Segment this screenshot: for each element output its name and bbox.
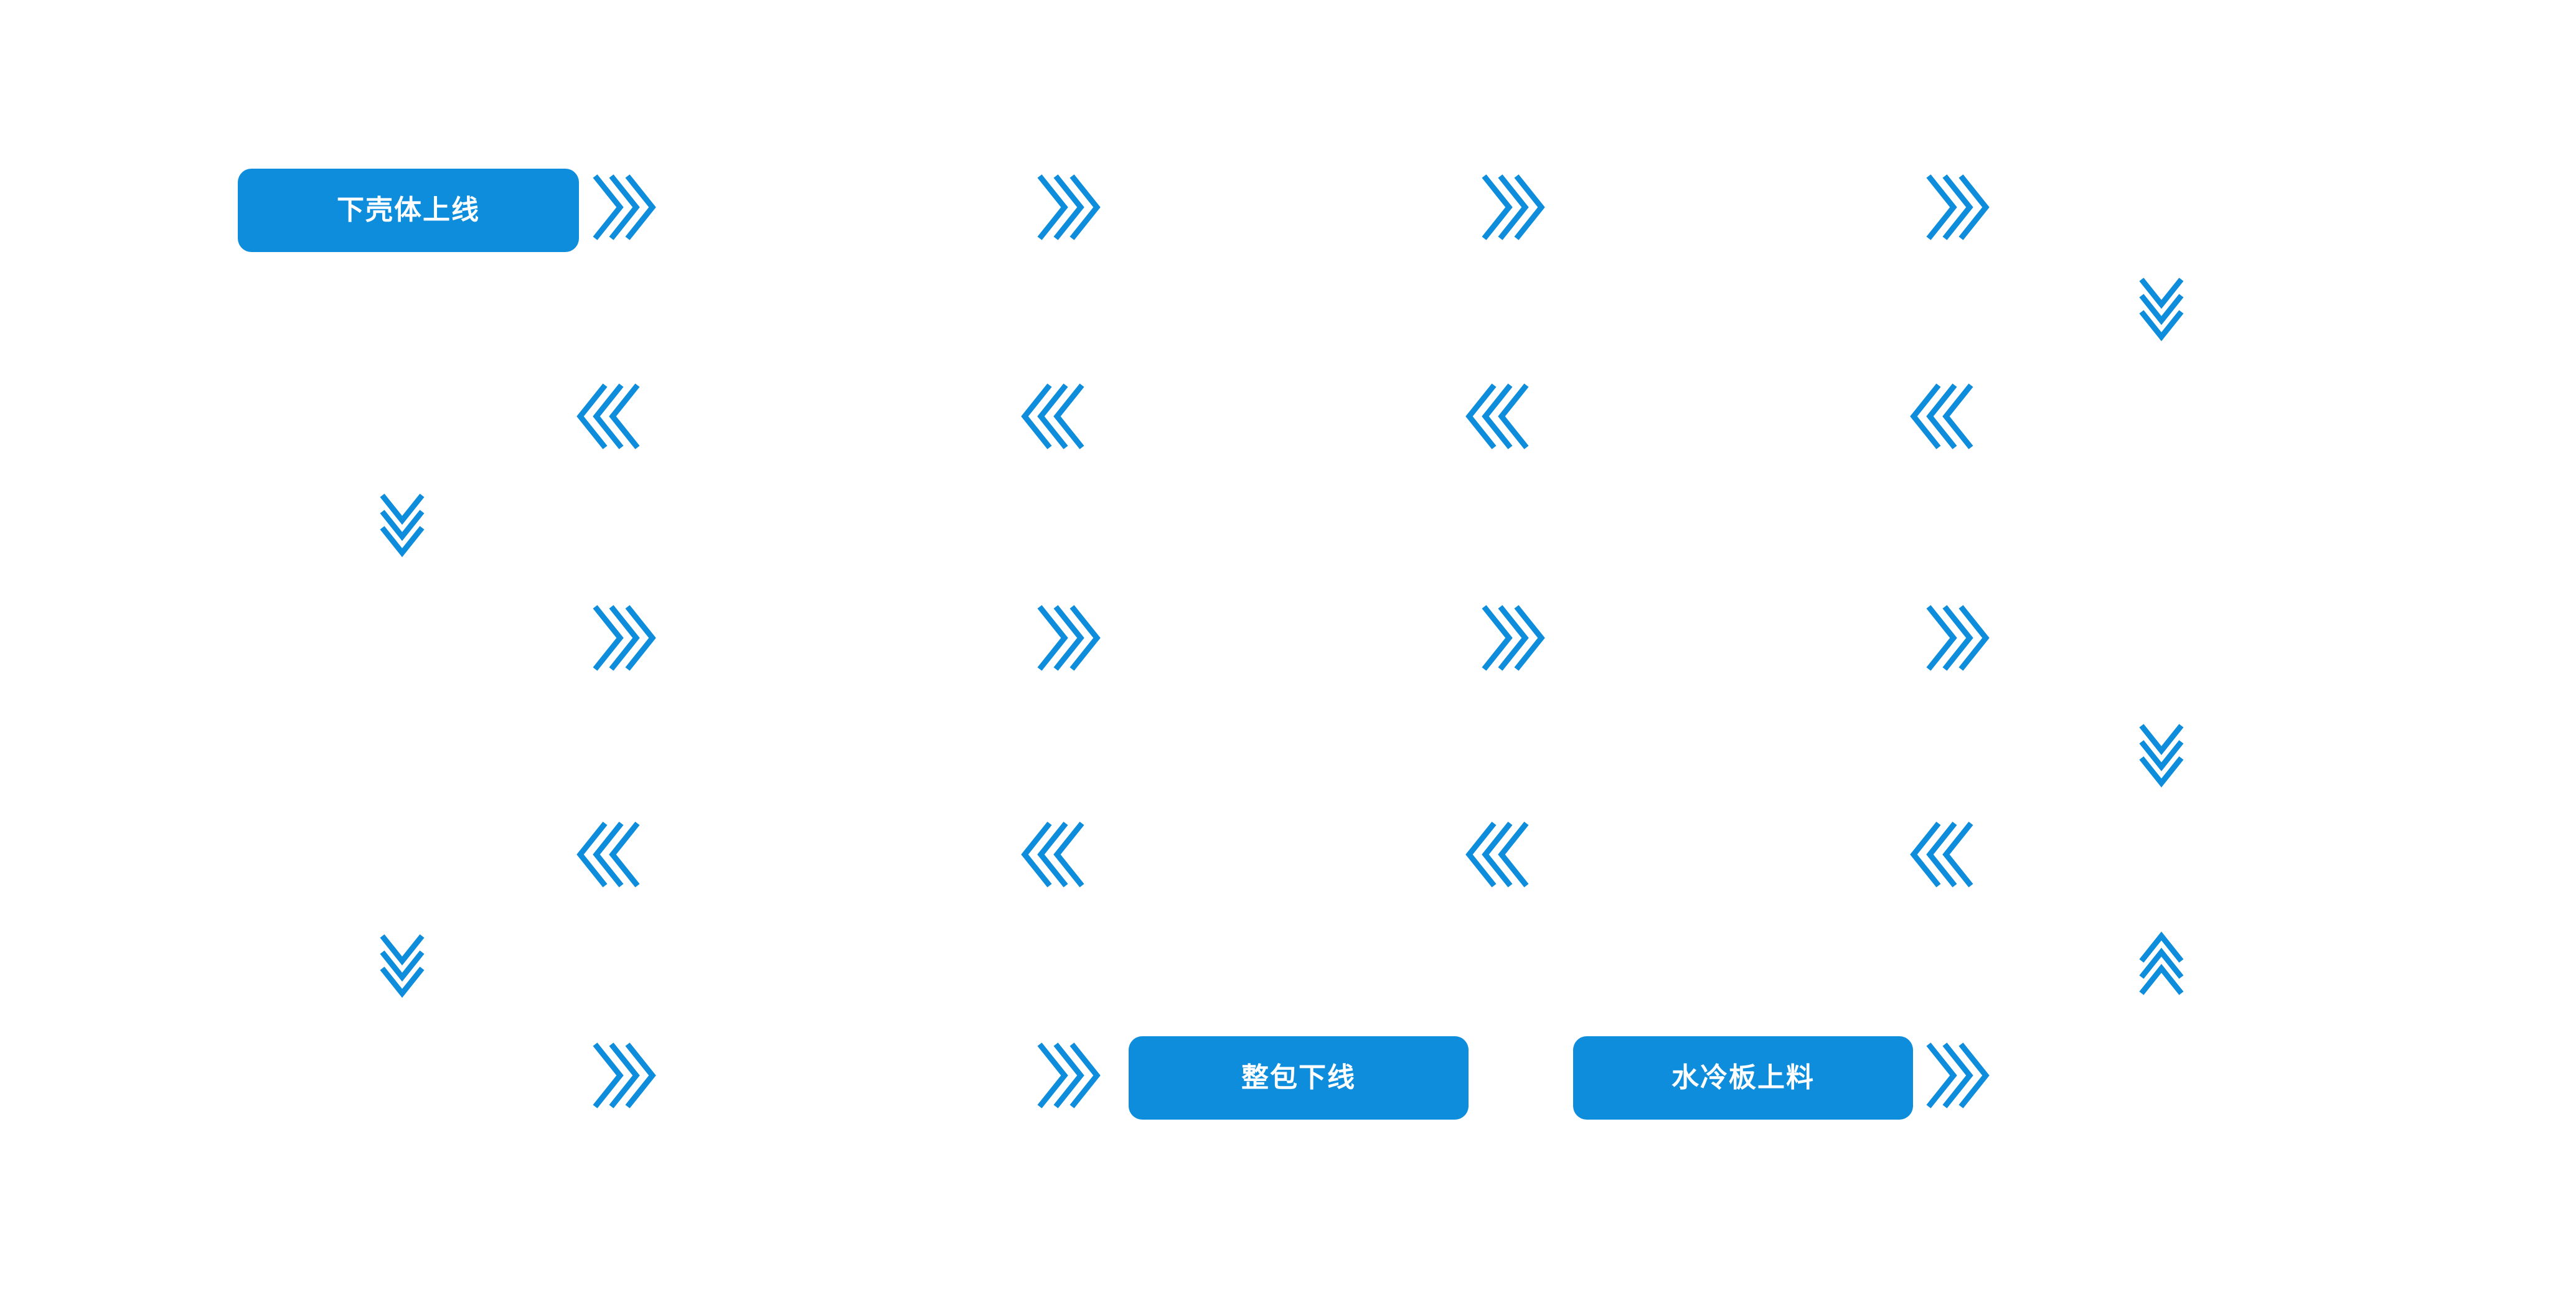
chevron-right-triple-icon [1036, 603, 1101, 673]
chevron-up-triple-icon [2138, 931, 2185, 997]
chevron-right-triple-icon [1480, 603, 1545, 673]
node-pack-offline[interactable]: 整包下线 [1129, 1036, 1469, 1120]
chevron-right-triple-icon [591, 603, 656, 673]
chevron-left-triple-icon [1021, 382, 1086, 451]
chevron-down-triple-icon [378, 492, 426, 558]
chevron-left-triple-icon [1910, 382, 1975, 451]
chevron-down-triple-icon [378, 932, 426, 998]
chevron-right-triple-icon [591, 172, 656, 242]
chevron-right-triple-icon [1925, 603, 1990, 673]
chevron-left-triple-icon [1465, 382, 1530, 451]
node-coldplate-feeding[interactable]: 水冷板上料 [1573, 1036, 1913, 1120]
chevron-down-triple-icon [2138, 276, 2185, 342]
chevron-left-triple-icon [1021, 820, 1086, 889]
chevron-left-triple-icon [1910, 820, 1975, 889]
node-lower-shell-online[interactable]: 下壳体上线 [238, 169, 579, 252]
chevron-left-triple-icon [1465, 820, 1530, 889]
chevron-right-triple-icon [1036, 172, 1101, 242]
chevron-right-triple-icon [1480, 172, 1545, 242]
chevron-left-triple-icon [576, 382, 641, 451]
chevron-right-triple-icon [1925, 172, 1990, 242]
chevron-left-triple-icon [576, 820, 641, 889]
chevron-down-triple-icon [2138, 722, 2185, 788]
chevron-right-triple-icon [1036, 1041, 1101, 1110]
chevron-right-triple-icon [1925, 1041, 1990, 1110]
chevron-right-triple-icon [591, 1041, 656, 1110]
